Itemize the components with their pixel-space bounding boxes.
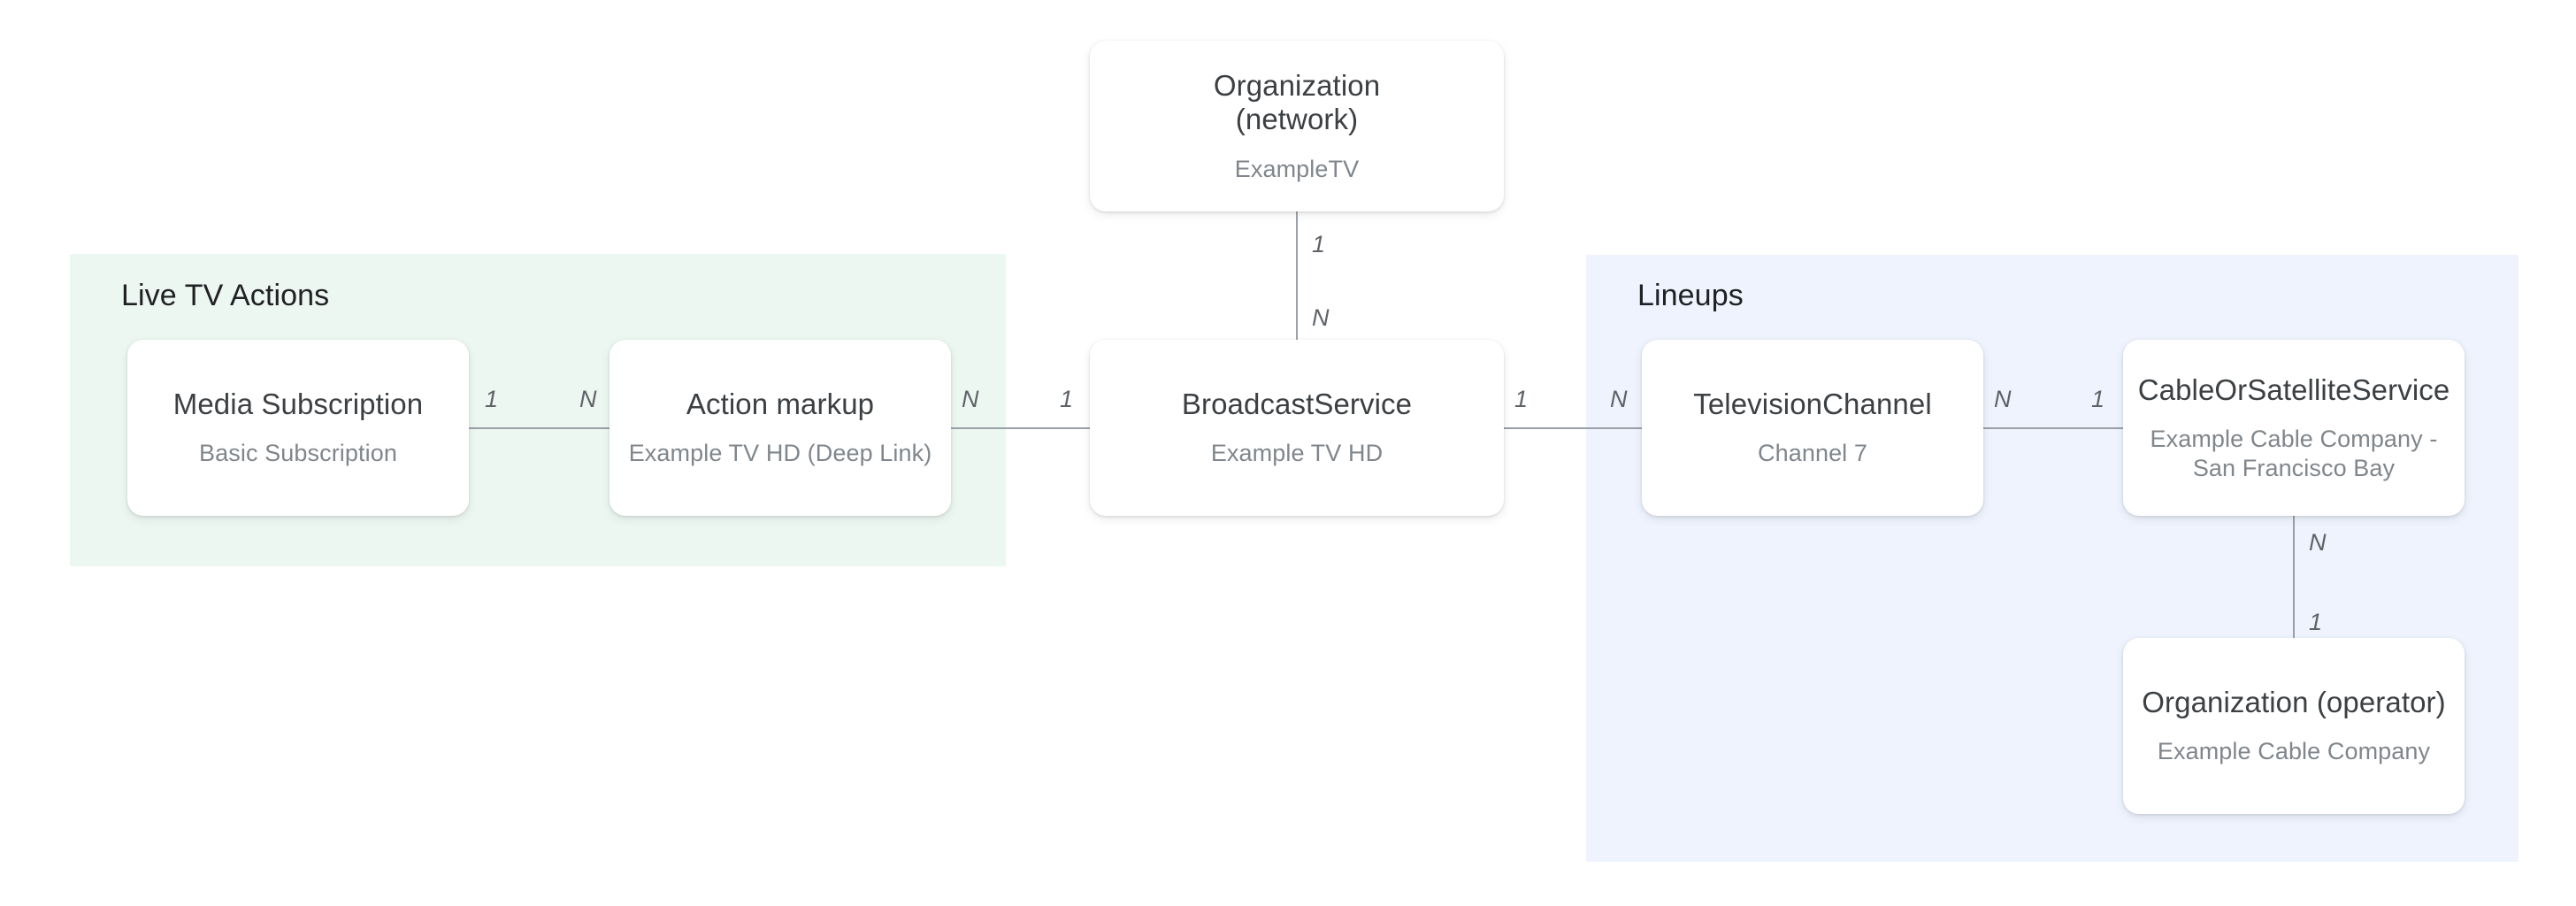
node-title-organization-network: Organization (network)	[1213, 69, 1381, 136]
edge-cardinality-target-organization-network-to-broadcast-service: N	[1312, 304, 1330, 331]
node-subtitle-action-markup: Example TV HD (Deep Link)	[628, 440, 932, 467]
node-organization-network[interactable]: Organization (network) ExampleTV	[1090, 41, 1504, 211]
node-subtitle-organization-network: ExampleTV	[1234, 155, 1360, 182]
group-title-live-tv-actions: Live TV Actions	[121, 279, 330, 312]
node-title-media-subscription: Media Subscription	[172, 388, 424, 421]
node-title-cable-or-satellite-service: CableOrSatelliteService	[2137, 372, 2450, 406]
node-title-organization-operator: Organization (operator)	[2142, 686, 2446, 719]
edge-action-markup-to-broadcast-service	[951, 427, 1090, 429]
edge-cardinality-target-action-markup-to-broadcast-service: 1	[1060, 386, 1074, 412]
edge-cardinality-source-cable-or-satellite-service-to-organization-operator: N	[2309, 529, 2327, 556]
node-organization-operator[interactable]: Organization (operator) Example Cable Com…	[2123, 638, 2465, 814]
edge-cardinality-source-media-subscription-to-action-markup: 1	[485, 386, 499, 412]
edge-cardinality-target-cable-or-satellite-service-to-organization-operator: 1	[2309, 609, 2323, 635]
edge-cardinality-source-broadcast-service-to-television-channel: 1	[1514, 386, 1529, 412]
edge-organization-network-to-broadcast-service	[1296, 211, 1298, 340]
edge-cardinality-target-television-channel-to-cable-or-satellite-service: 1	[2091, 386, 2105, 412]
edge-cardinality-source-television-channel-to-cable-or-satellite-service: N	[1994, 386, 2012, 412]
node-subtitle-media-subscription: Basic Subscription	[199, 440, 397, 467]
node-subtitle-cable-or-satellite-service: Example Cable Company - San Francisco Ba…	[2150, 426, 2438, 481]
node-title-action-markup: Action markup	[686, 388, 875, 421]
edge-cardinality-target-broadcast-service-to-television-channel: N	[1610, 386, 1628, 412]
node-title-television-channel: TelevisionChannel	[1693, 388, 1932, 421]
node-subtitle-broadcast-service: Example TV HD	[1210, 440, 1384, 467]
edge-cable-or-satellite-service-to-organization-operator	[2293, 516, 2295, 638]
edge-cardinality-source-organization-network-to-broadcast-service: 1	[1312, 231, 1326, 257]
edge-broadcast-service-to-television-channel	[1504, 427, 1642, 429]
edge-cardinality-source-action-markup-to-broadcast-service: N	[962, 386, 979, 412]
group-title-lineups: Lineups	[1637, 279, 1744, 312]
node-title-broadcast-service: BroadcastService	[1181, 388, 1413, 421]
edge-television-channel-to-cable-or-satellite-service	[1983, 427, 2123, 429]
node-subtitle-television-channel: Channel 7	[1758, 440, 1867, 467]
node-subtitle-organization-operator: Example Cable Company	[2157, 738, 2431, 765]
edge-cardinality-target-media-subscription-to-action-markup: N	[579, 386, 597, 412]
edge-media-subscription-to-action-markup	[469, 427, 610, 429]
